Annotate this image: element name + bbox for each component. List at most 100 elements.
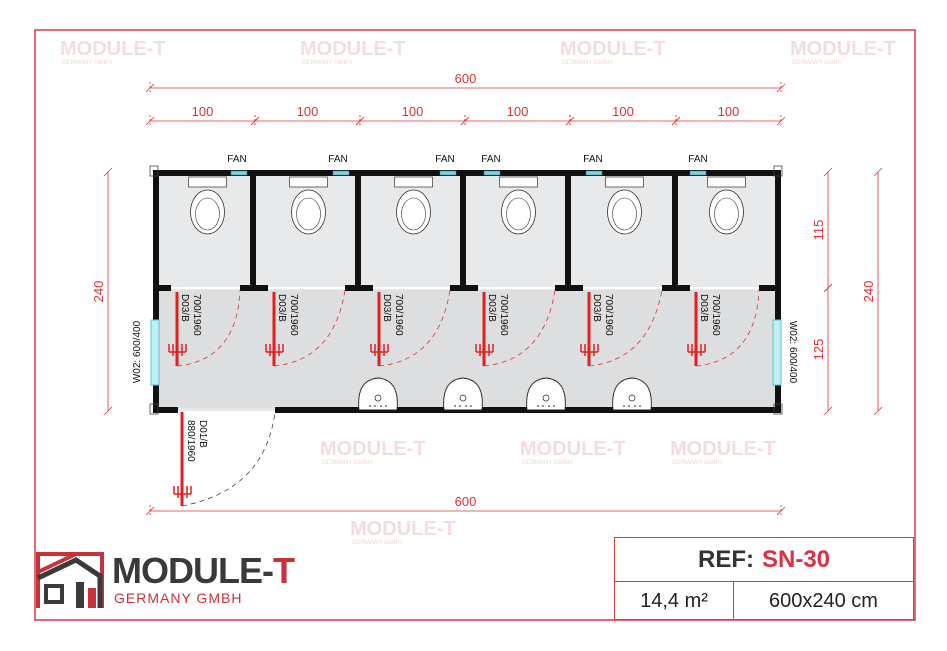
- cabin-door-jamb: [759, 285, 775, 291]
- sink-dot: [465, 405, 467, 407]
- sink-dot: [623, 405, 625, 407]
- entry-door-size: 880/1960: [185, 420, 196, 462]
- sink-dot: [548, 405, 550, 407]
- fixtures: [150, 170, 782, 507]
- sink-dot: [374, 405, 376, 407]
- partition-wall: [355, 172, 361, 288]
- fan-icon: [332, 170, 350, 176]
- watermark-subtext: GERMANY GMBH: [792, 60, 842, 66]
- cabin-door-jamb: [555, 285, 571, 291]
- entry-door-handle-icon: [173, 486, 192, 498]
- cabin-door-jamb: [240, 285, 256, 291]
- dim-left-height-label: 240: [91, 281, 106, 303]
- dim-top-segment-label: 100: [718, 104, 740, 119]
- toilet-tank-icon: [394, 176, 433, 188]
- corner-post: [149, 403, 159, 415]
- logo-name-accent: T: [272, 550, 295, 591]
- watermark-text: MODULE-T: [300, 38, 406, 60]
- dimension-lines: [103, 82, 883, 517]
- toilet-bowl-icon: [190, 189, 225, 235]
- dim-top-segment-label: 100: [297, 104, 319, 119]
- cabin-door-jamb: [256, 285, 268, 291]
- watermark-text: MODULE-T: [520, 438, 626, 460]
- cabin-door-type: D03/B: [276, 294, 287, 322]
- watermark-text: MODULE-T: [670, 438, 776, 460]
- cabin-door-type: D03/B: [179, 294, 190, 322]
- sink-dot: [639, 405, 641, 407]
- toilet-seat-icon: [296, 197, 321, 231]
- cabin-door-size: 700/1960: [288, 294, 299, 336]
- dim-right-upper-tick: [823, 167, 833, 177]
- fan-label: FAN: [435, 154, 454, 165]
- sink-dot: [634, 405, 636, 407]
- partition-wall: [250, 172, 256, 288]
- toilet-bowl-icon: [607, 189, 642, 235]
- toilet-bowl-icon: [291, 189, 326, 235]
- cabin-door-jamb: [361, 285, 373, 291]
- sink-dot: [385, 405, 387, 407]
- watermark-text: MODULE-T: [350, 518, 456, 540]
- wall-left-upper: [153, 170, 159, 320]
- dim-right-height-label: 240: [861, 281, 876, 303]
- fan-icon: [230, 170, 248, 176]
- watermark-text: MODULE-T: [60, 38, 166, 60]
- watermark-subtext: GERMANY GMBH: [522, 460, 572, 466]
- corner-post: [773, 403, 783, 415]
- dim-left-height-tick: [103, 406, 113, 416]
- sink-drain-icon: [628, 394, 636, 402]
- fan-icon: [439, 170, 457, 176]
- toilet-bowl-icon: [501, 189, 536, 235]
- ref-details: 14,4 m² 600x240 cm: [615, 582, 913, 620]
- sink-dot: [369, 405, 371, 407]
- sink-dot: [459, 405, 461, 407]
- door-handle-icon: [687, 344, 706, 356]
- sink-icon: [612, 377, 652, 411]
- toilet-tank-icon: [289, 176, 328, 188]
- window-right: [772, 319, 782, 386]
- dim-top-total-label: 600: [455, 71, 477, 86]
- cabin-door-jamb: [678, 285, 690, 291]
- wall-right-lower: [775, 385, 781, 413]
- toilet-tank-icon: [499, 176, 538, 188]
- partition-wall: [460, 172, 466, 288]
- window-left: [150, 319, 160, 386]
- ref-label: REF:: [697, 545, 754, 573]
- sink-dot: [628, 405, 630, 407]
- watermark-subtext: GERMANY GMBH: [352, 540, 402, 546]
- toilet-bowl-icon: [396, 189, 431, 235]
- cabin-door-jamb: [466, 285, 478, 291]
- door-handle-icon: [580, 344, 599, 356]
- cabin-door-type: D03/B: [591, 294, 602, 322]
- door-handle-icon: [265, 344, 284, 356]
- door-swing-arc: [483, 289, 556, 367]
- company-logo: MODULE-T GERMANY GMBH: [36, 550, 316, 610]
- cabin-door-jamb: [159, 285, 171, 291]
- fan-label: FAN: [688, 154, 707, 165]
- fan-icon: [585, 170, 603, 176]
- sink-drain-icon: [374, 394, 382, 402]
- logo-subtitle: GERMANY GMBH: [114, 590, 243, 606]
- dim-right-lower-label: 125: [811, 339, 826, 361]
- watermark-text: MODULE-T: [790, 38, 896, 60]
- reference-box: REF: SN-30 14,4 m² 600x240 cm: [614, 537, 914, 620]
- ref-size: 600x240 cm: [769, 589, 878, 612]
- dim-left-height-tick: [103, 167, 113, 177]
- ref-code: SN-30: [761, 545, 831, 573]
- door-swing-arc: [378, 289, 451, 367]
- dim-top-segment-label: 100: [402, 104, 424, 119]
- door-handle-icon: [370, 344, 389, 356]
- logo-name: MODULE-T: [112, 550, 295, 592]
- cabin-door-type: D03/B: [381, 294, 392, 322]
- cabin-door-jamb: [662, 285, 678, 291]
- logo-name-main: MODULE-: [112, 550, 274, 591]
- wall-right-upper: [775, 170, 781, 320]
- sink-drain-icon: [459, 394, 467, 402]
- cabin-door-size: 700/1960: [710, 294, 721, 336]
- toilet-tank-icon: [188, 176, 227, 188]
- corner-post: [773, 165, 783, 177]
- window-right-label: W02: 600/400: [787, 321, 798, 384]
- fan-icon: [689, 170, 707, 176]
- ref-row: REF: SN-30: [615, 538, 913, 582]
- door-swing-arc: [695, 289, 760, 367]
